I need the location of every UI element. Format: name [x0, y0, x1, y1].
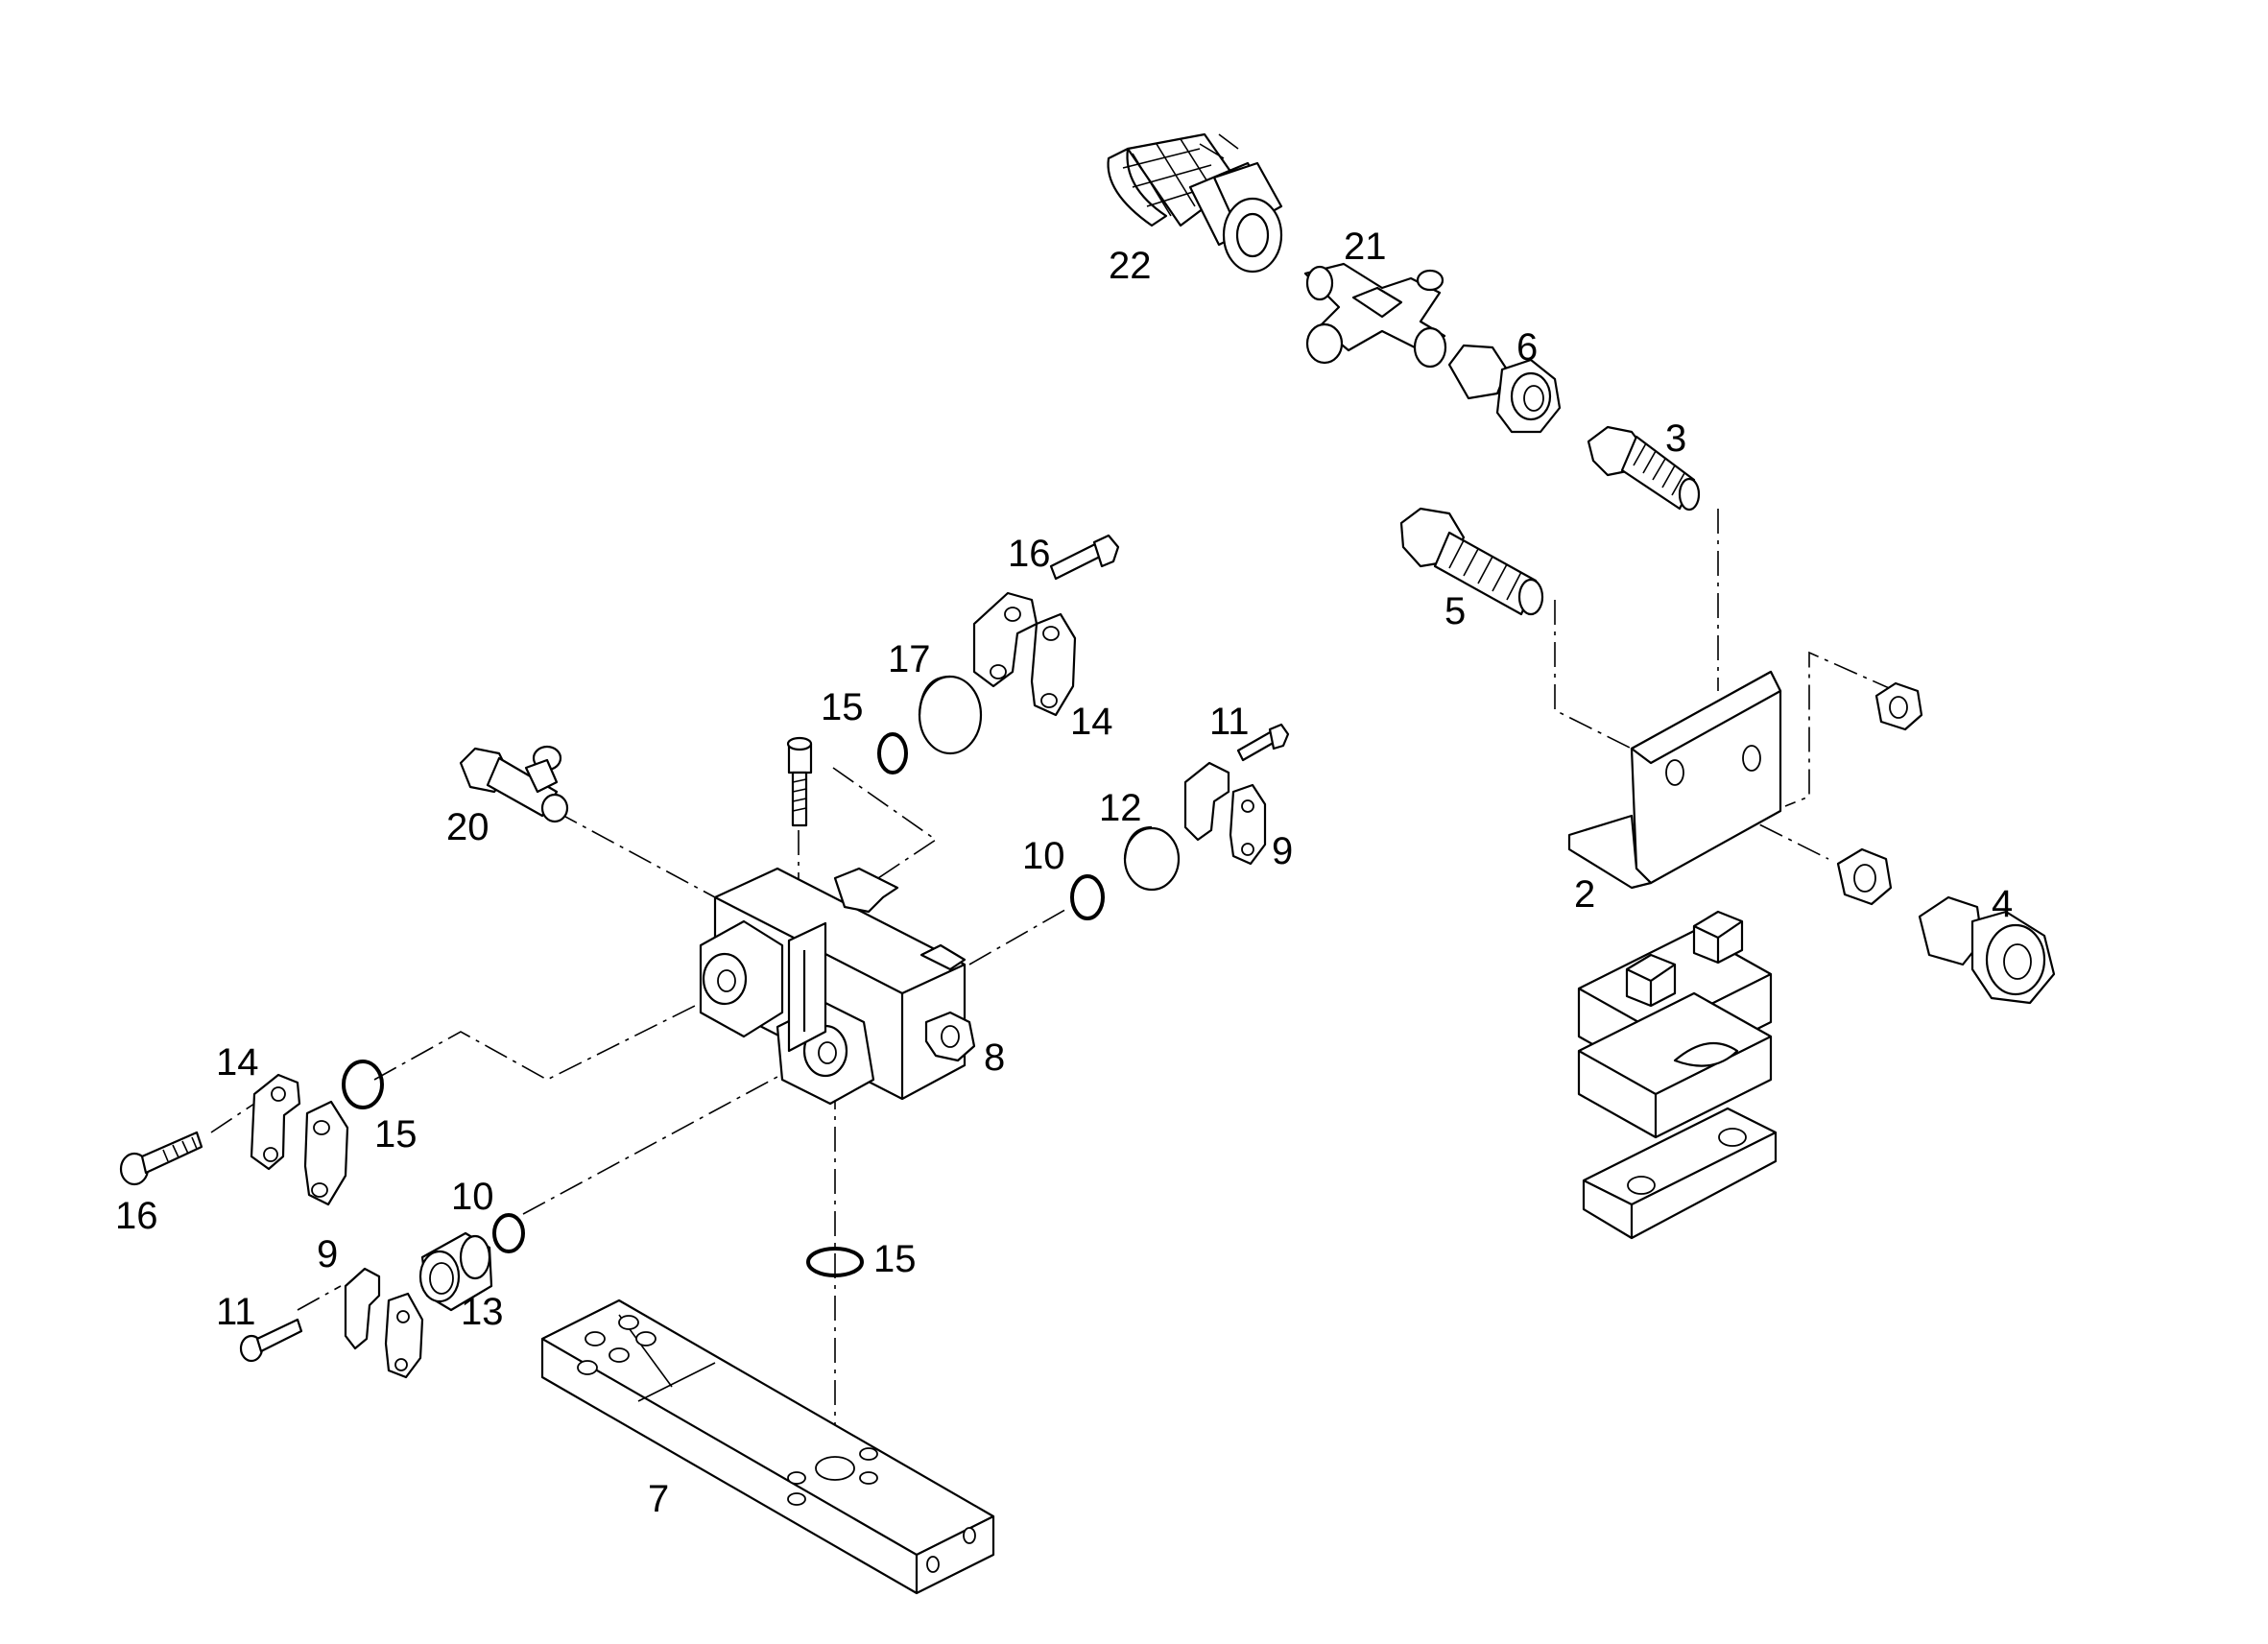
part-cap-12 [1123, 825, 1181, 892]
part-valve-block [699, 867, 976, 1106]
part-union-nut [1447, 344, 1562, 434]
callout-labels: 22 21 6 3 5 16 17 15 14 11 20 12 9 10 2 … [115, 226, 2013, 1520]
callout-15-left: 15 [374, 1113, 418, 1156]
leader-11-left [297, 1285, 342, 1311]
part-cap-17 [918, 675, 983, 755]
callout-14-top: 14 [1070, 701, 1113, 743]
part-small-nut [1874, 681, 1923, 731]
part-lock-nut [1836, 847, 1893, 906]
callout-15-top: 15 [821, 686, 864, 728]
part-oring-10-top [1070, 874, 1105, 920]
callout-12: 12 [1099, 787, 1142, 829]
callout-6: 6 [1516, 326, 1538, 369]
part-split-flange-9-left [344, 1267, 424, 1379]
callout-15-bottom: 15 [873, 1238, 917, 1280]
leader-14-left [210, 1103, 255, 1133]
callout-7: 7 [648, 1478, 669, 1520]
callout-9-top: 9 [1272, 830, 1293, 872]
leader-nut-4 [1683, 786, 1829, 860]
leader-5-bracket [1554, 600, 1652, 759]
leader-15-valve [832, 767, 938, 889]
part-split-flange-14-left [250, 1073, 349, 1206]
callout-8: 8 [984, 1036, 1005, 1079]
part-cross-fitting [1303, 262, 1447, 369]
callout-5: 5 [1444, 590, 1466, 632]
leader-10-left [522, 1050, 826, 1215]
part-oring-15-left [342, 1060, 384, 1109]
callout-2: 2 [1574, 873, 1595, 916]
callout-11-left: 11 [216, 1291, 256, 1333]
part-screw-16-top [1049, 534, 1120, 581]
part-oring-15-bottom [806, 1247, 864, 1277]
part-hex-bolt [1918, 895, 2056, 1005]
callout-13: 13 [461, 1291, 504, 1333]
part-oring-10-left [492, 1213, 525, 1253]
part-screw-11-left [239, 1318, 303, 1363]
part-oring-15-top [877, 732, 908, 774]
part-screw-16-left [119, 1131, 203, 1186]
part-quick-coupling [1107, 132, 1283, 274]
part-split-flange-14-top [972, 591, 1077, 717]
callout-9-left: 9 [317, 1233, 338, 1275]
part-base-plate [540, 1299, 995, 1595]
part-split-flange-9-top [1183, 761, 1267, 866]
part-threaded-nipple-3 [1587, 425, 1701, 512]
callout-3: 3 [1665, 417, 1686, 460]
part-socket-screw [786, 736, 813, 827]
leader-10-valve [968, 906, 1071, 965]
leader-20-valve [554, 810, 716, 898]
callout-11-top: 11 [1209, 701, 1250, 743]
callout-16-left: 16 [115, 1195, 158, 1237]
callout-14-left: 14 [216, 1041, 259, 1084]
part-weld-nipple [418, 1231, 493, 1312]
callout-17: 17 [888, 638, 931, 680]
callout-20: 20 [446, 806, 489, 848]
leader-nut-bracket [1784, 651, 1897, 807]
part-screw-11-top [1236, 723, 1290, 762]
callout-4: 4 [1992, 883, 2013, 925]
callout-16-top: 16 [1008, 533, 1051, 575]
callout-21: 21 [1344, 226, 1387, 268]
callout-10-left: 10 [451, 1176, 494, 1218]
leader-15-left [373, 988, 730, 1081]
part-banjo-fitting [459, 745, 569, 823]
part-angle-bracket [1567, 670, 1782, 890]
part-pipe-clamp [1577, 910, 1778, 1240]
part-threaded-nipple-5 [1399, 507, 1544, 616]
callout-22: 22 [1109, 245, 1152, 287]
callout-10-top: 10 [1022, 835, 1065, 877]
